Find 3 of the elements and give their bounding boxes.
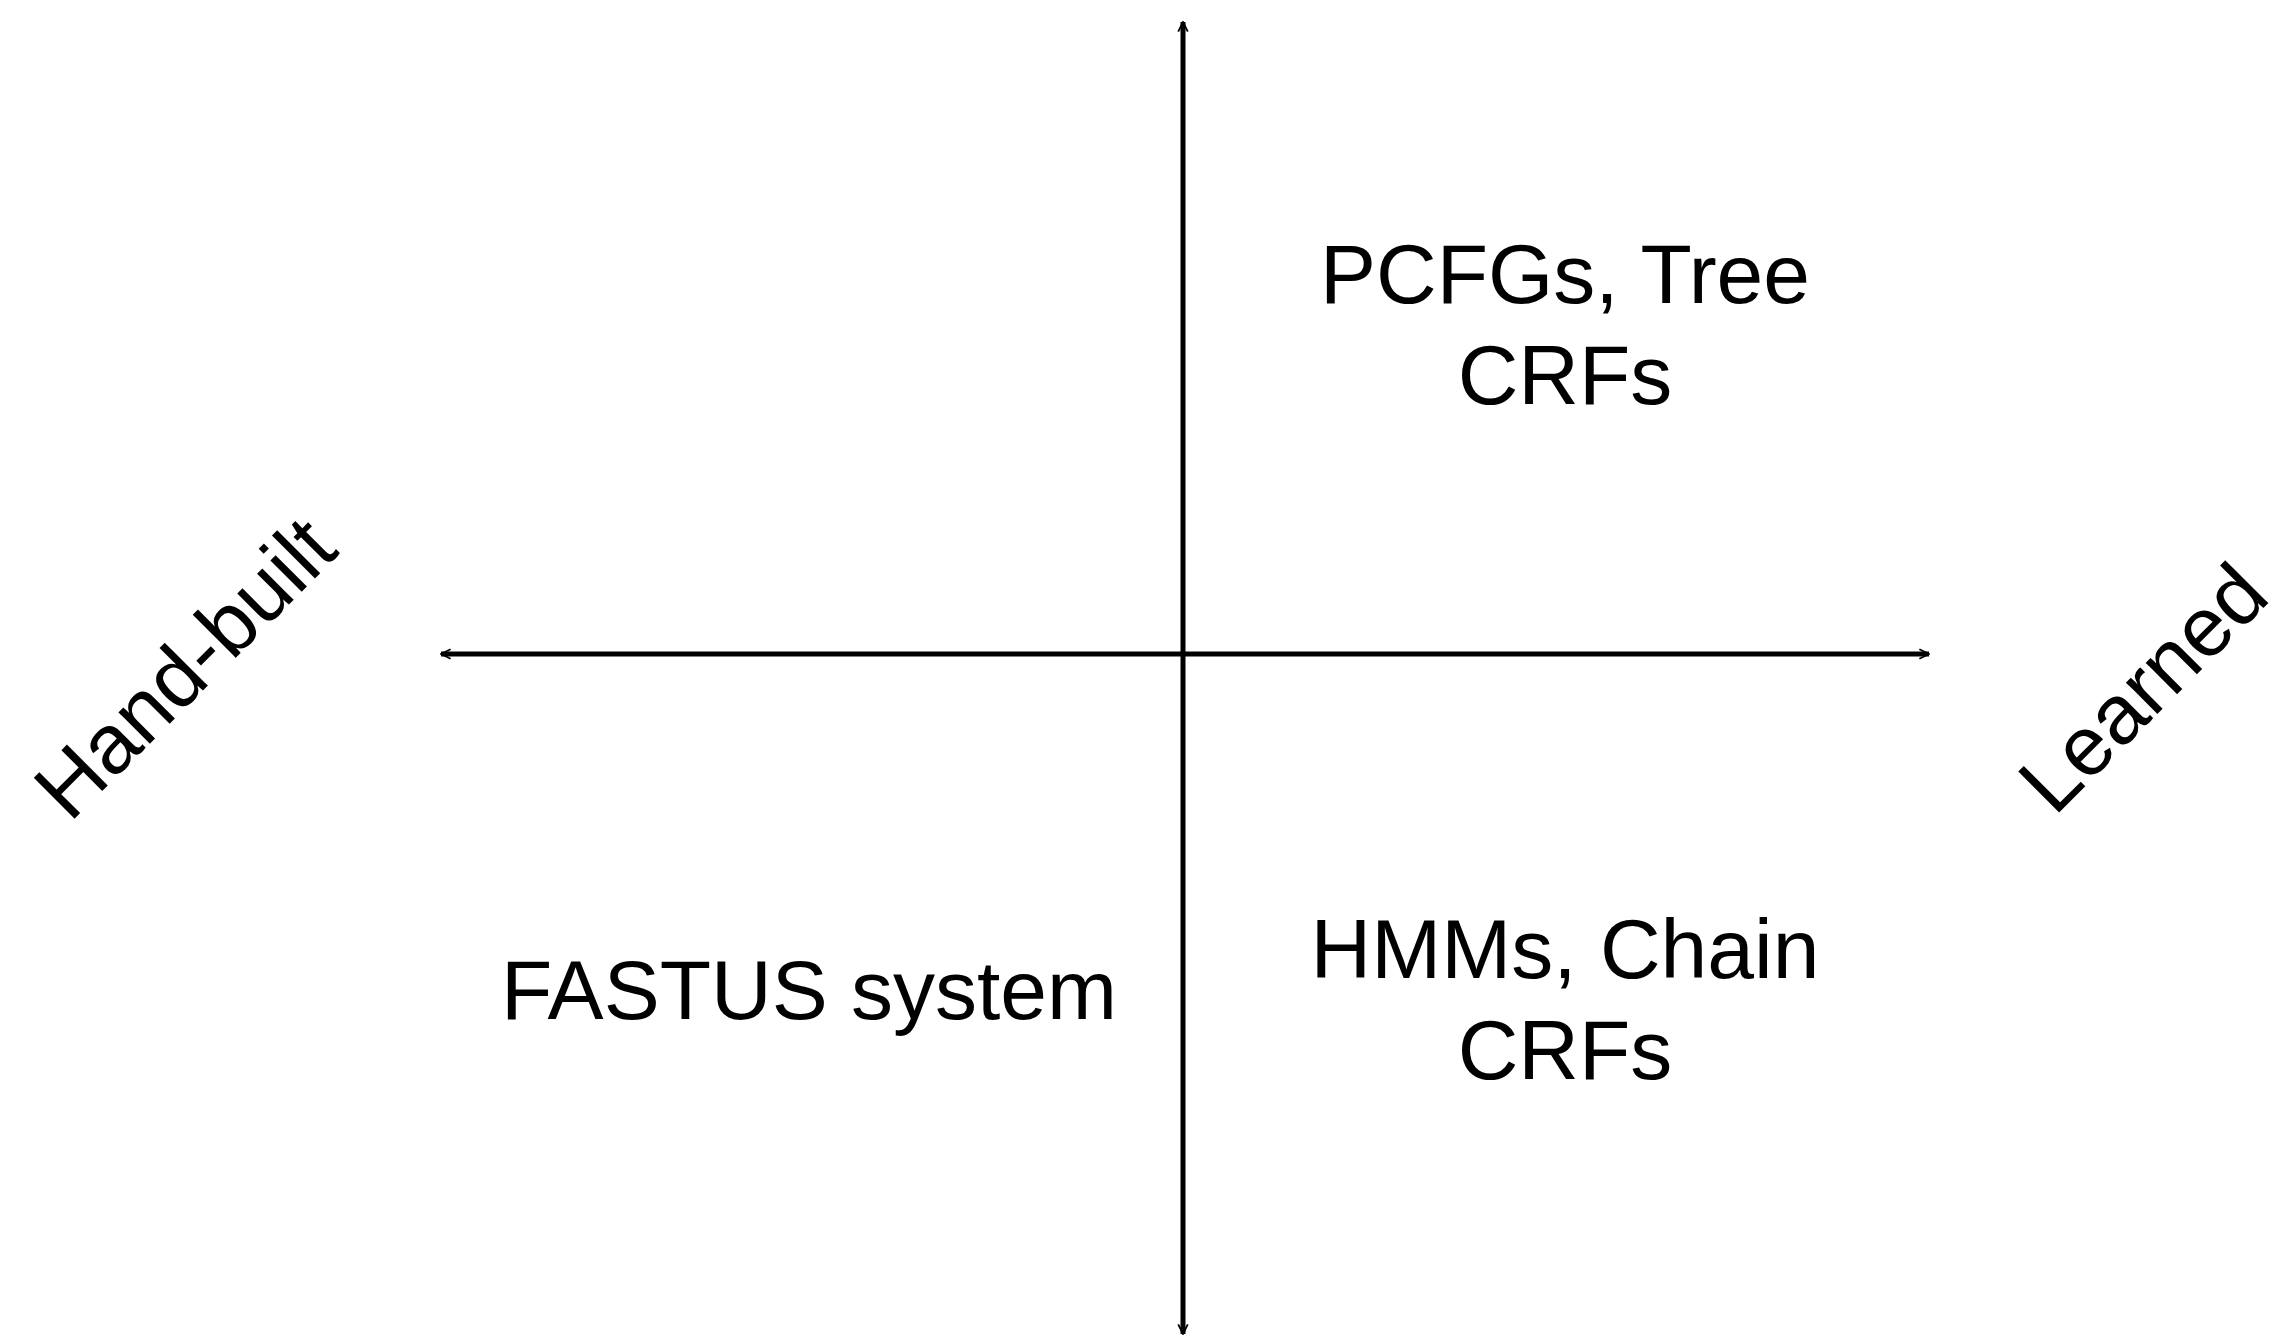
quadrant-label: HMMs, Chain CRFs xyxy=(1309,901,1821,1099)
quadrant-label: PCFGs, Tree CRFs xyxy=(1318,226,1812,424)
quadrant-label: FASTUS system xyxy=(499,941,1119,1039)
